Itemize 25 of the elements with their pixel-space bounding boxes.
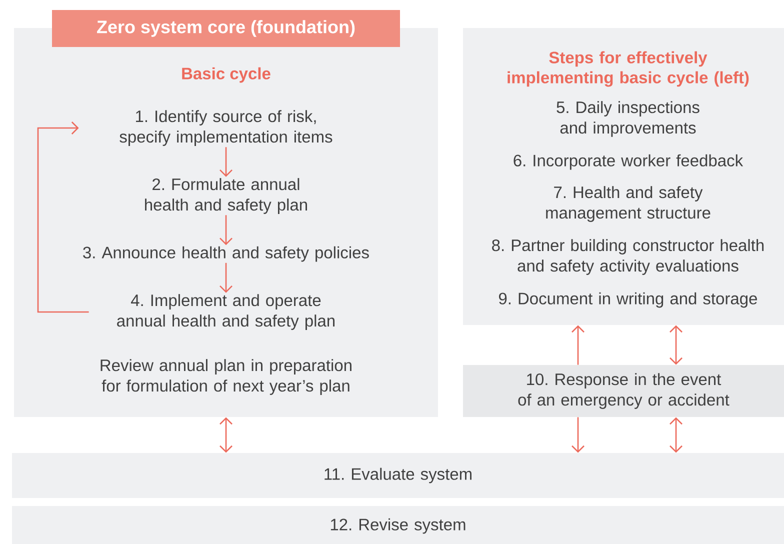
- arrow: [37, 122, 89, 313]
- process-box: 12. Revise system: [12, 506, 784, 544]
- step-text: 1. Identify source of risk, specify implementation items: [120, 110, 332, 146]
- process-box: 11. Evaluate system: [12, 453, 784, 498]
- arrow: [220, 147, 232, 177]
- step-text: 4. Implement and operate annual health and safety plan: [117, 294, 335, 330]
- arrow: [220, 215, 232, 246]
- process-box: 10. Response in the event of an emergency or accident: [463, 365, 784, 417]
- arrow: [220, 262, 232, 293]
- step-text: 3. Announce health and safety policies: [83, 246, 369, 262]
- arrow: [670, 325, 682, 365]
- section-heading: Steps for effectively implementing basic cycle (left): [508, 51, 749, 87]
- arrow: [220, 417, 232, 453]
- heading-tab: Zero system core (foundation): [52, 10, 400, 47]
- arrow: [670, 417, 682, 453]
- note-text: Review annual plan in preparation for formulation of next year’s plan: [100, 359, 352, 395]
- arrow: [572, 325, 584, 365]
- step-text: 2. Formulate annual health and safety plan: [145, 178, 307, 214]
- section-heading: Basic cycle: [182, 67, 270, 83]
- list-item: 8. Partner building constructor health and safety activity evaluations: [492, 239, 764, 275]
- list-item: 6. Incorporate worker feedback: [514, 154, 744, 170]
- list-item: 9. Document in writing and storage: [499, 292, 757, 308]
- list-item: 5. Daily inspections and improvements: [556, 101, 700, 137]
- arrow: [572, 417, 584, 453]
- list-item: 7. Health and safety management structure: [546, 186, 710, 222]
